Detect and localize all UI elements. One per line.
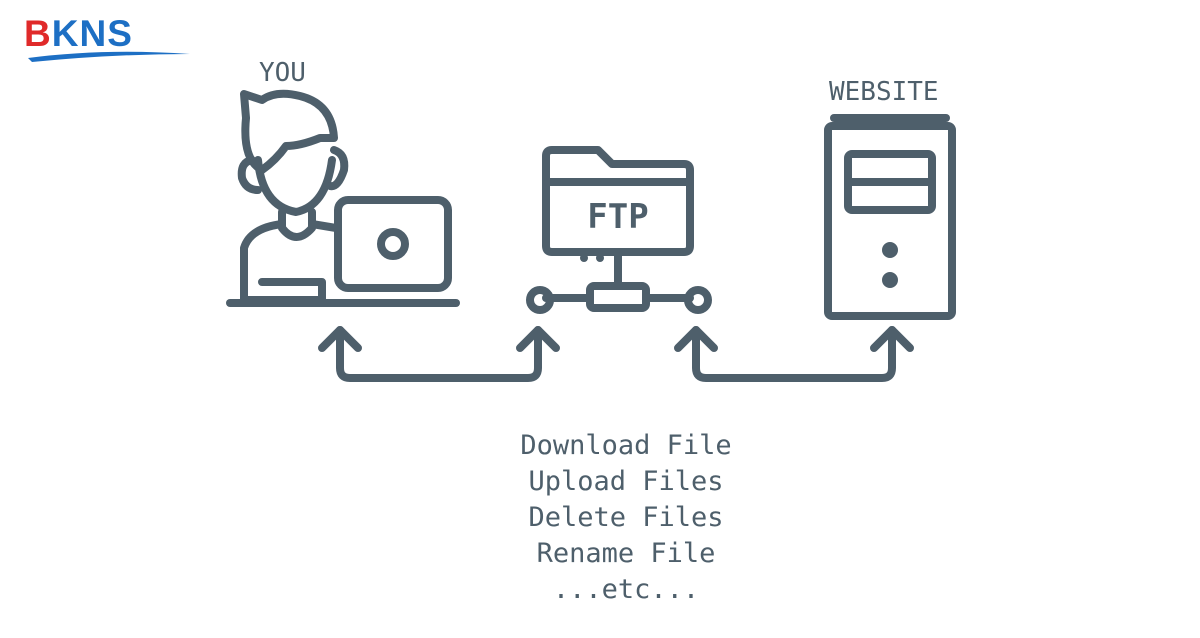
ftp-label: FTP — [587, 197, 648, 237]
user-icon — [226, 89, 460, 307]
logo-letter: K — [51, 13, 80, 54]
logo-letter: B — [24, 13, 52, 54]
bkns-logo: BKNS — [24, 14, 194, 66]
operations-list: Download File Upload Files Delete Files … — [400, 428, 852, 608]
operation-item: Upload Files — [528, 466, 724, 497]
right-transfer-arrow — [674, 326, 914, 382]
operation-item: ...etc... — [552, 574, 700, 605]
logo-swoosh — [28, 51, 190, 62]
operation-item: Delete Files — [528, 502, 724, 533]
server-icon — [824, 114, 956, 320]
user-label: YOU — [259, 58, 306, 88]
ftp-folder-icon — [526, 146, 712, 314]
operation-item: Download File — [520, 430, 732, 461]
logo-wordmark: BKNS — [24, 14, 133, 54]
operation-item: Rename File — [536, 538, 716, 569]
left-transfer-arrow — [318, 326, 560, 382]
server-label: WEBSITE — [829, 77, 939, 107]
logo-letter: N — [79, 13, 108, 54]
logo-letter: S — [107, 13, 133, 54]
